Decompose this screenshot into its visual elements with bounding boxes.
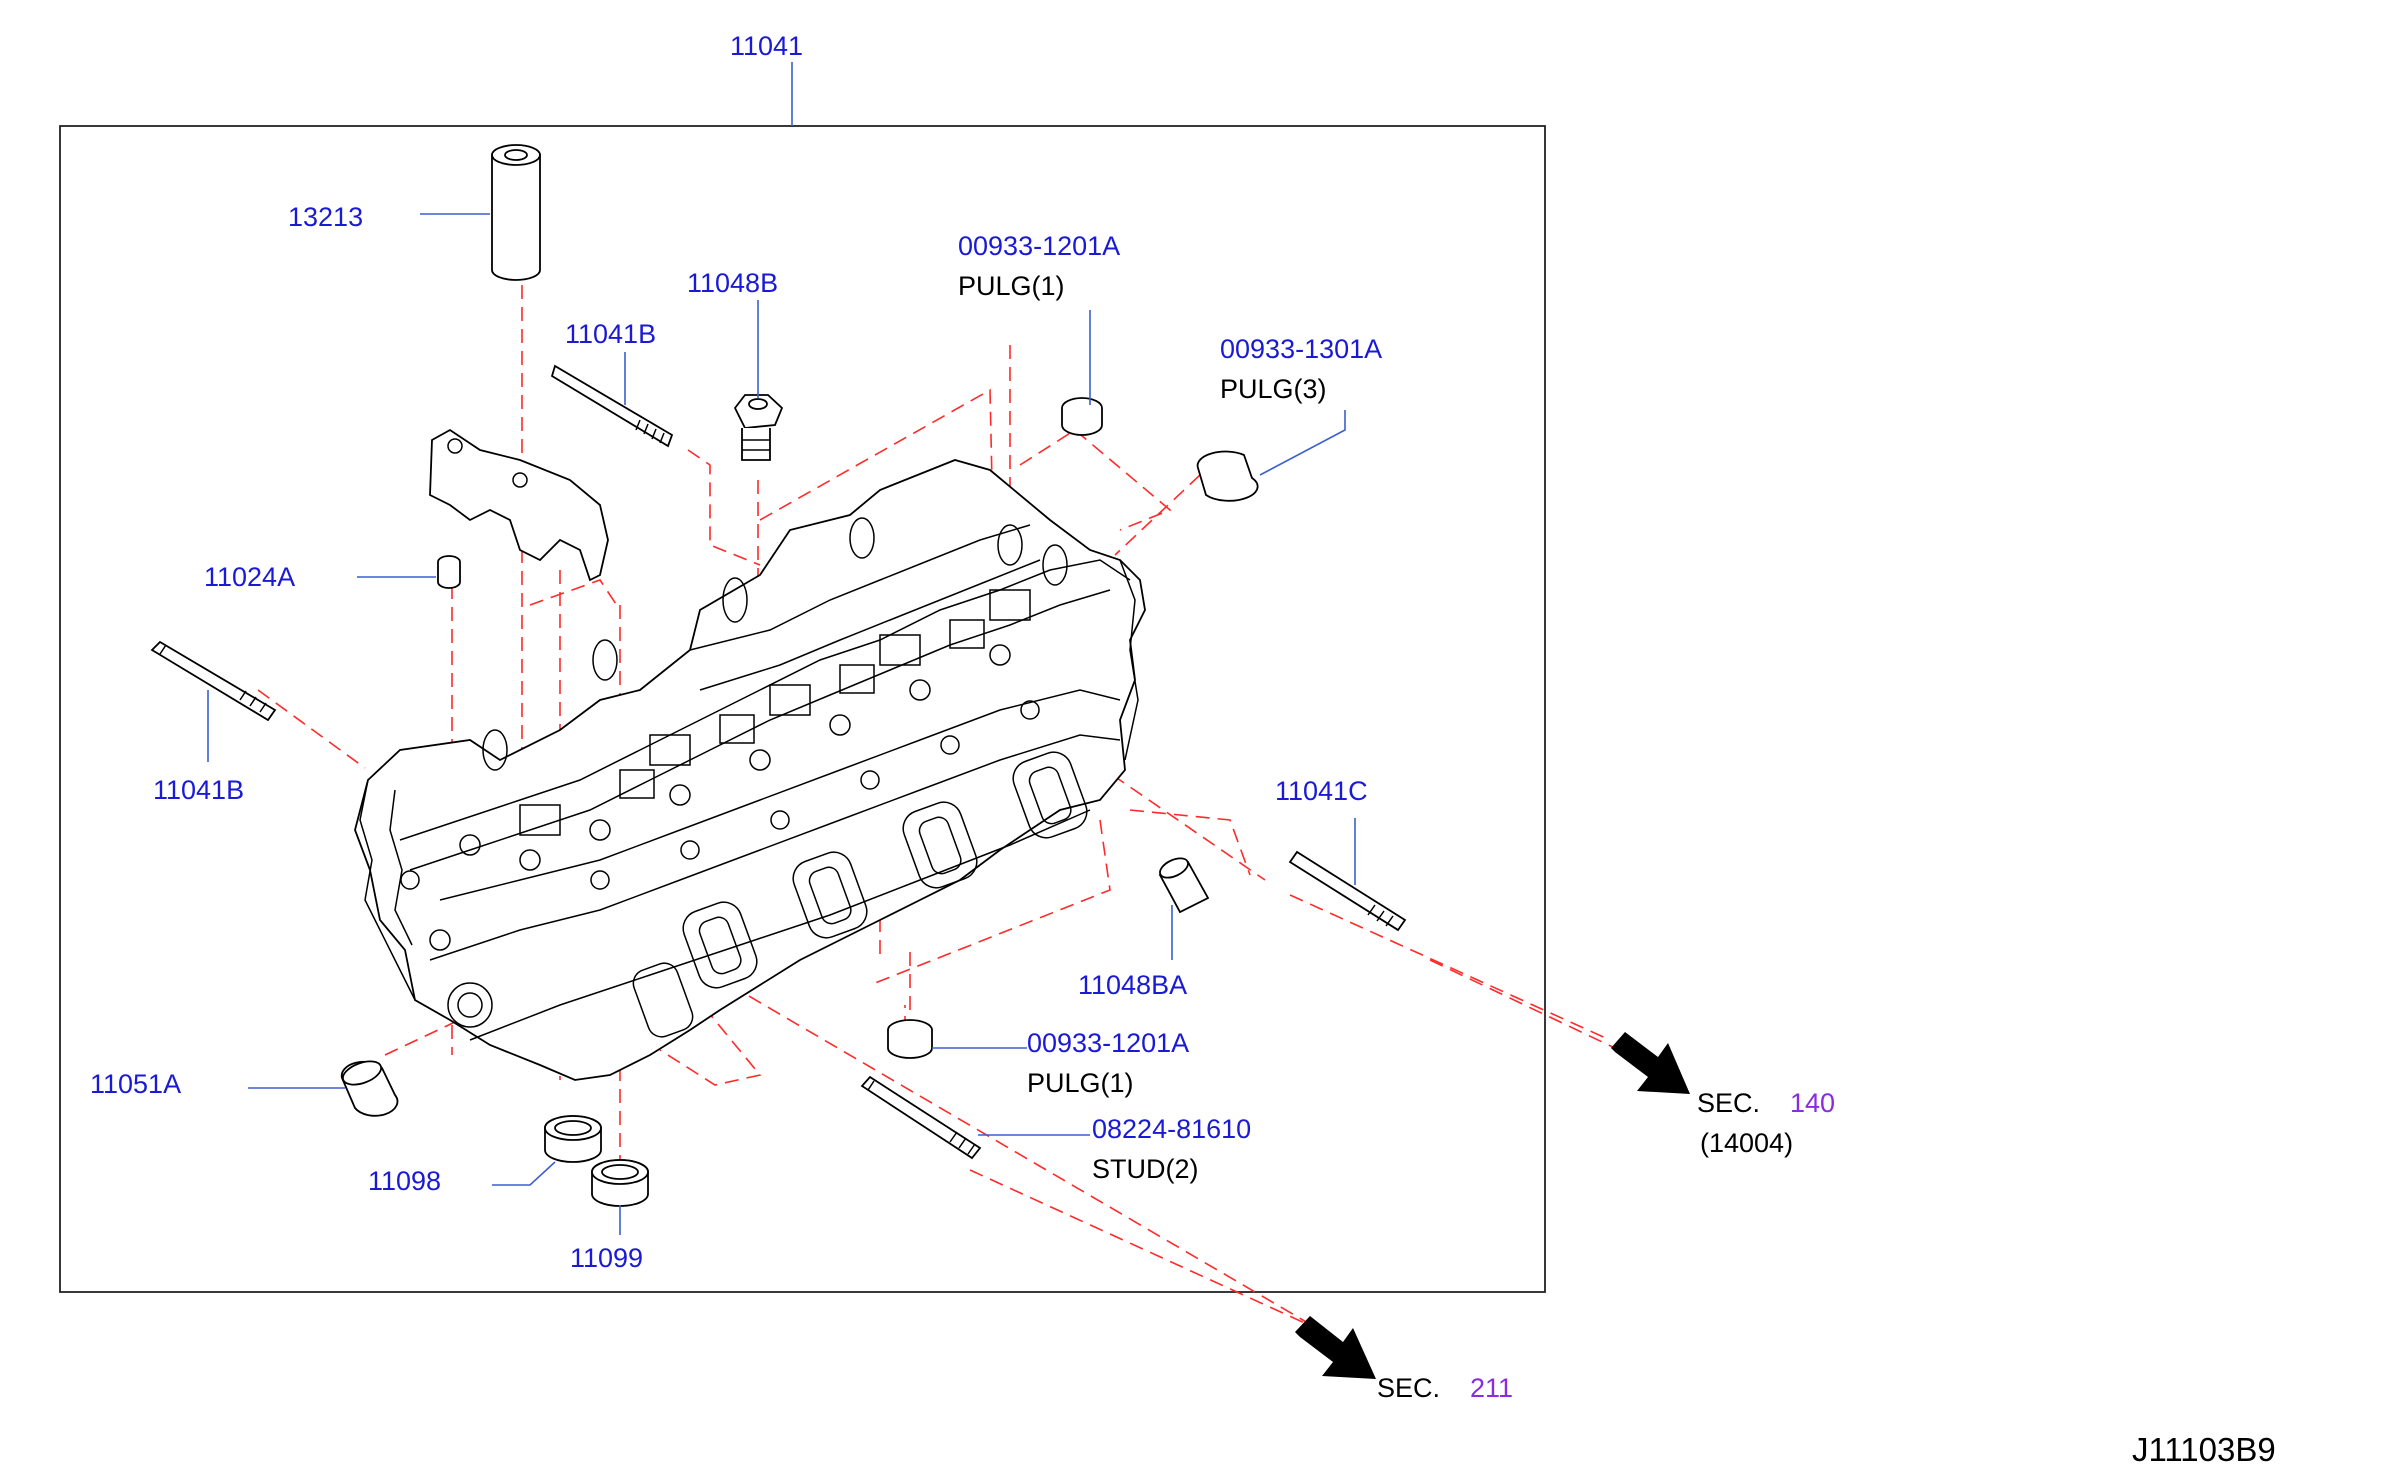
svg-text:211: 211 (1470, 1373, 1513, 1403)
label-08224-81610[interactable]: 08224-81610 (1092, 1114, 1251, 1144)
part-11041B-stud-top[interactable] (550, 364, 674, 448)
desc-pulg-3: PULG(3) (1220, 374, 1327, 404)
part-00933-1201A-plug-bottom[interactable] (887, 1019, 933, 1059)
part-00933-1201A-plug-top[interactable] (1061, 397, 1103, 436)
part-08224-81610-stud[interactable] (860, 1075, 982, 1160)
cylinder-head-illustration (354, 459, 1146, 1081)
desc-pulg-1-top: PULG(1) (958, 271, 1065, 301)
svg-text:140: 140 (1790, 1088, 1835, 1118)
part-13213-sleeve[interactable] (491, 144, 541, 281)
label-11098[interactable]: 11098 (368, 1166, 441, 1196)
label-11048B[interactable]: 11048B (687, 268, 778, 298)
part-11099-seal[interactable] (591, 1159, 649, 1207)
part-11048B-plug[interactable] (733, 394, 784, 461)
desc-stud-2: STUD(2) (1092, 1154, 1199, 1184)
part-11041B-stud-left[interactable] (150, 640, 277, 722)
label-13213[interactable]: 13213 (288, 202, 363, 232)
leader-lines (207, 213, 1356, 1235)
label-11041[interactable]: 11041 (730, 31, 803, 61)
side-ports (632, 751, 1088, 1038)
label-00933-1201A-bottom[interactable]: 00933-1201A (1027, 1028, 1189, 1058)
part-11024A-dowel[interactable] (437, 555, 461, 589)
desc-pulg-1-bottom: PULG(1) (1027, 1068, 1134, 1098)
arrow-right-down-icon[interactable] (1295, 1316, 1376, 1379)
svg-text:(14004): (14004) (1700, 1128, 1793, 1158)
label-11041B-top[interactable]: 11041B (565, 319, 656, 349)
label-11024A[interactable]: 11024A (204, 562, 295, 592)
label-00933-1201A-top[interactable]: 00933-1201A (958, 231, 1120, 261)
section-ref-211[interactable]: SEC. 211 (1377, 1373, 1513, 1403)
section-ref-140[interactable]: SEC. 140 (14004) (1697, 1088, 1835, 1158)
label-11051A[interactable]: 11051A (90, 1069, 181, 1099)
svg-text:SEC.: SEC. (1377, 1373, 1440, 1403)
callout-labels: 11041 13213 11048B 11041B 00933-1201A PU… (90, 31, 1382, 1273)
label-11041C[interactable]: 11041C (1275, 776, 1368, 806)
label-11048BA[interactable]: 11048BA (1078, 970, 1187, 1000)
diagram-code: J11103B9 (2132, 1431, 2276, 1468)
part-11098-seal[interactable] (544, 1115, 602, 1163)
label-00933-1301A[interactable]: 00933-1301A (1220, 334, 1382, 364)
part-00933-1301A-plug[interactable] (1196, 450, 1259, 502)
part-bracket (429, 428, 609, 582)
part-11051A-plug[interactable] (340, 1057, 399, 1117)
part-11048BA-plug[interactable] (1157, 854, 1210, 914)
svg-text:SEC.: SEC. (1697, 1088, 1760, 1118)
label-11041B-left[interactable]: 11041B (153, 775, 244, 805)
arrow-right-down-icon[interactable] (1611, 1032, 1690, 1094)
label-11099[interactable]: 11099 (570, 1243, 643, 1273)
assembly-frame (59, 125, 1546, 1293)
part-11041C-stud[interactable] (1288, 850, 1407, 932)
